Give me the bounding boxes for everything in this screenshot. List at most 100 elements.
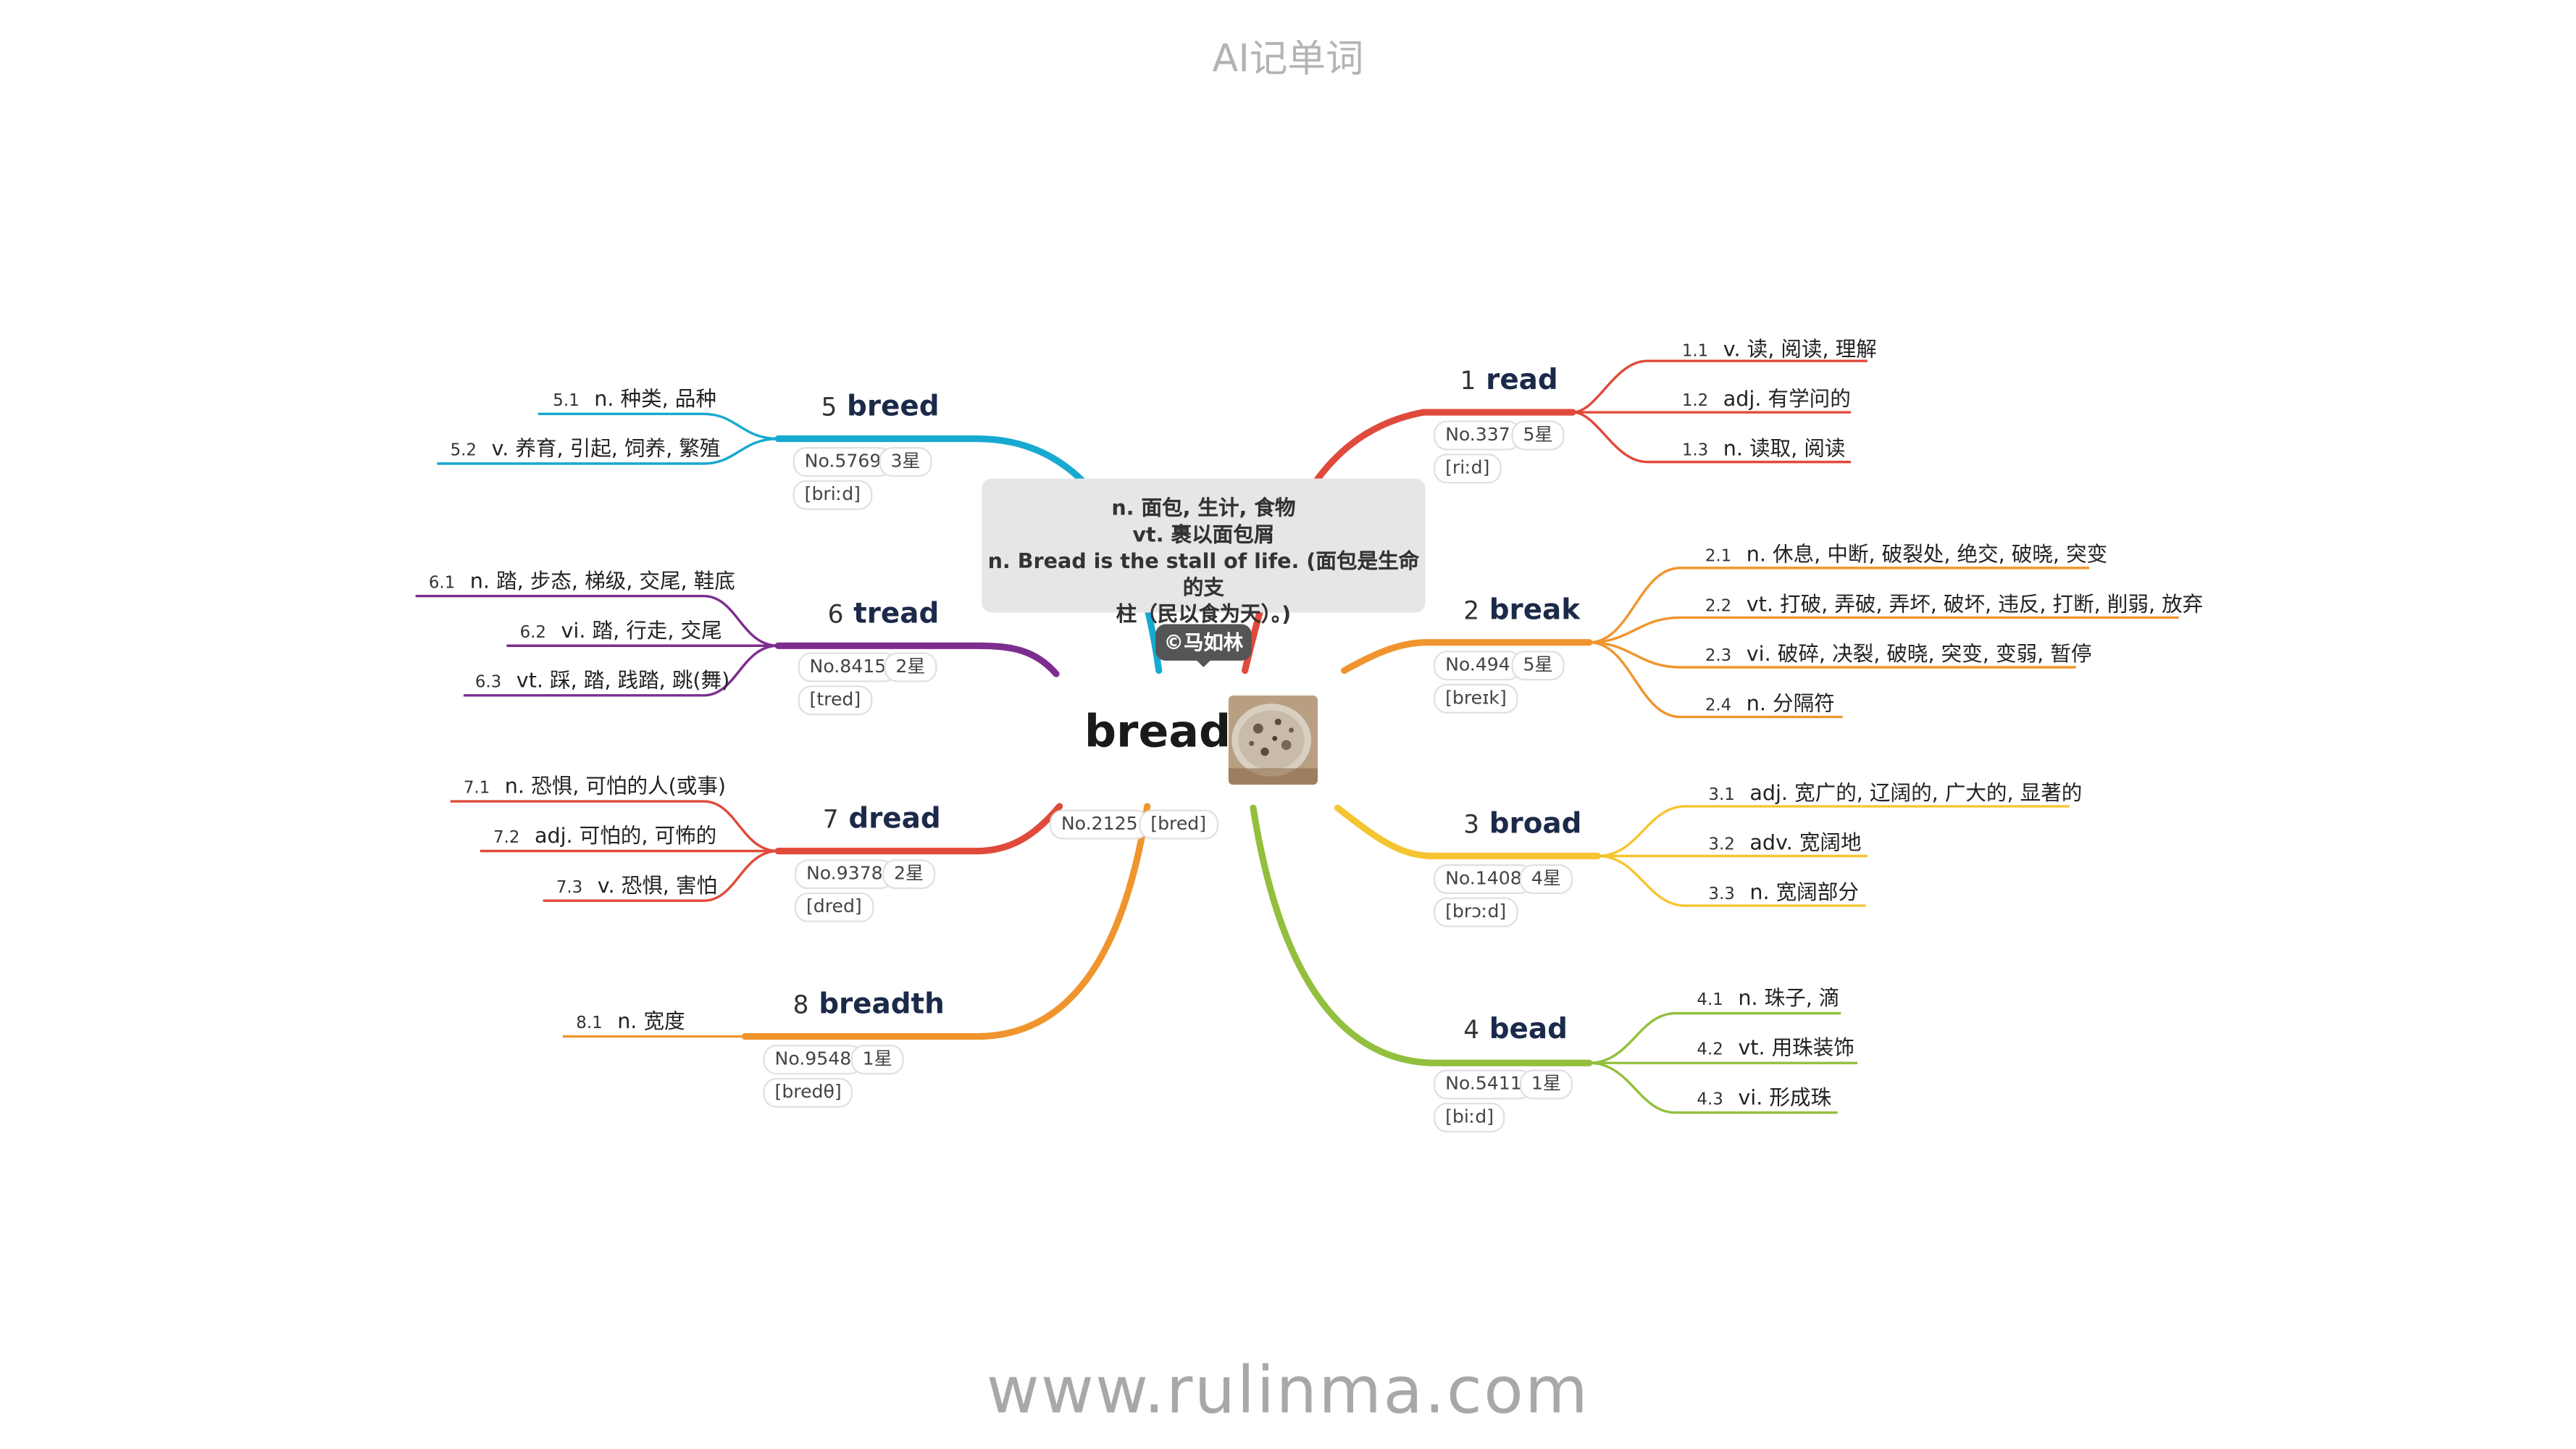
branch-index: 2 (1463, 596, 1480, 626)
sense-line-3-1 (1597, 805, 2070, 858)
branch-word-label: broad (1489, 808, 1582, 841)
sense-line-6-1 (415, 594, 779, 647)
number-badge: No.9378 (794, 859, 895, 890)
number-badge: No.1408 (1434, 864, 1534, 895)
footer-url[interactable]: www.rulinma.com (986, 1354, 1590, 1429)
root-word[interactable]: bread (1084, 706, 1231, 759)
author-tag: ©马如林 (1155, 624, 1252, 661)
number-badge: No.9548 (763, 1045, 863, 1075)
stars-badge: 5星 (1511, 420, 1565, 451)
phonetic-badge: [dred] (794, 892, 874, 922)
branch-line-tread (774, 642, 1060, 677)
phonetic-badge: [breɪk] (1434, 683, 1518, 714)
sense-line-2-2 (1589, 616, 2179, 644)
number-badge: No.5411 (1434, 1069, 1534, 1100)
sense-line-5-2 (437, 437, 779, 465)
bread-photo-icon (1228, 695, 1318, 785)
sense-line-4-3 (1589, 1061, 1838, 1114)
phonetic-badge: [briːd] (793, 480, 872, 510)
number-badge: No.494 (1434, 651, 1522, 681)
stars-badge: 3星 (879, 447, 932, 477)
sense-line-1-3 (1572, 411, 1851, 464)
branch-line-bead (1250, 804, 1593, 1066)
branch-line-breadth (741, 803, 1151, 1040)
stars-badge: 2星 (884, 652, 937, 682)
sense-line-1-1 (1572, 359, 1868, 414)
number-badge: No.5769 (793, 447, 893, 477)
sense-line-2-1 (1589, 567, 2090, 644)
branch-word-tread[interactable]: 6 tread (828, 598, 940, 631)
branch-word-broad[interactable]: 3 broad (1463, 808, 1581, 841)
branch-word-break[interactable]: 2 break (1463, 594, 1580, 627)
branch-index: 6 (827, 599, 844, 630)
branch-word-label: bead (1489, 1013, 1568, 1047)
sense-line-6-3 (463, 644, 779, 697)
sense-line-2-4 (1589, 640, 1843, 719)
branch-index: 4 (1463, 1014, 1480, 1045)
branch-index: 3 (1463, 809, 1480, 840)
branch-index: 5 (821, 392, 837, 422)
site-title: AI记单词 (1212, 38, 1364, 81)
stars-badge: 5星 (1511, 651, 1565, 681)
branch-index: 1 (1460, 366, 1476, 396)
phonetic-badge: [biːd] (1434, 1103, 1506, 1133)
sense-line-4-1 (1589, 1011, 1841, 1064)
sense-line-3-3 (1597, 854, 1866, 907)
note-line-4: 柱（民以食为天）。) (1116, 601, 1292, 626)
sense-line-7-3 (543, 849, 779, 902)
branch-word-breed[interactable]: 5 breed (821, 391, 940, 424)
branch-word-read[interactable]: 1 read (1460, 364, 1558, 398)
branch-word-label: breed (847, 391, 940, 425)
branch-word-label: tread (853, 597, 940, 631)
branch-word-label: dread (848, 803, 941, 837)
sense-line-7-1 (450, 800, 779, 853)
number-badge: No.337 (1434, 420, 1522, 451)
stars-badge: 1星 (1519, 1069, 1573, 1100)
stars-badge: 4星 (1519, 864, 1573, 895)
phonetic-badge: [riːd] (1434, 454, 1502, 484)
note-line-2: vt. 裹以面包屑 (1132, 521, 1275, 547)
stars-badge: 1星 (850, 1045, 904, 1075)
branch-word-label: read (1486, 364, 1558, 398)
phonetic-badge: [tred] (798, 685, 873, 716)
branch-index: 8 (793, 990, 809, 1020)
sense-line-2-3 (1589, 640, 2076, 669)
branch-line-broad (1334, 804, 1601, 860)
branch-index: 7 (822, 804, 839, 835)
root-phonetic-badge: [bred] (1139, 809, 1218, 840)
number-badge: No.8415 (798, 652, 898, 682)
note-line-1: n. 面包, 生计, 食物 (1111, 495, 1296, 520)
stars-badge: 2星 (882, 859, 936, 890)
branch-word-bead[interactable]: 4 bead (1463, 1014, 1568, 1047)
definition-note: n. 面包, 生计, 食物 vt. 裹以面包屑 n. Bread is the … (982, 478, 1426, 626)
phonetic-badge: [bredθ] (763, 1077, 853, 1108)
note-line-3: n. Bread is the stall of life. (面包是生命的支 (987, 548, 1420, 600)
root-number-badge: No.2125 (1049, 809, 1150, 840)
branch-word-label: break (1489, 594, 1581, 628)
branch-word-dread[interactable]: 7 dread (823, 803, 941, 836)
branch-line-break (1341, 639, 1593, 675)
